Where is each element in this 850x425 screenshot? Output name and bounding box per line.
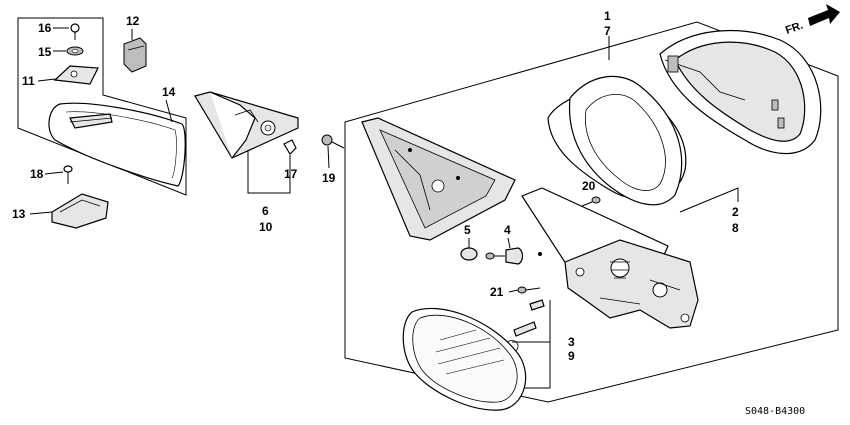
part-3-9-pins [505,299,545,353]
callout-13: 13 [12,207,26,221]
part-21-screw [517,286,541,294]
callout-18: 18 [30,167,44,181]
callout-21: 21 [490,285,504,299]
part-19-bolt [321,134,345,149]
part-6-10-inner-garnish [194,91,299,159]
callout-12: 12 [126,14,140,28]
callout-5: 5 [464,223,471,237]
part-13-cover [51,193,109,229]
mirror-skull-cap [659,29,822,155]
callout-16: 16 [38,21,52,35]
part-5-cap [460,247,478,261]
callout-10: 10 [259,220,273,234]
part-15-washer [66,46,84,56]
callout-8: 8 [732,221,739,235]
drawing-code: S048-B4300 [745,406,805,417]
leader-3-9-bracket [512,341,551,389]
part-4-grommet [485,247,542,265]
callout-19: 19 [322,171,336,185]
mirror-group-frame [17,17,187,196]
callout-7: 7 [604,24,611,38]
door-mirror-assembly-frame [344,21,839,403]
callout-17: 17 [284,167,298,181]
front-direction-arrow-icon [808,4,840,26]
leader-6-10 [247,150,291,194]
callout-2: 2 [732,205,739,219]
part-12-cover [123,37,147,73]
callout-15: 15 [38,45,52,59]
part-17-clip [283,139,297,155]
callout-11: 11 [22,74,35,88]
front-direction-label: FR. [784,19,805,36]
part-14-rear-view-mirror [48,102,186,187]
callout-20: 20 [582,179,596,193]
part-20-screw [581,196,601,207]
leader-2-8 [679,187,739,213]
callout-9: 9 [568,349,575,363]
callout-14: 14 [162,85,176,99]
mirror-actuator-bracket [521,187,699,329]
mirror-base-mount [361,117,516,241]
callout-4: 4 [504,223,511,237]
part-18-screw [63,165,73,184]
part-16-screw [70,23,80,40]
part-11-base-plate [53,65,99,85]
callout-6: 6 [262,204,269,218]
mirror-glass [402,307,527,411]
callout-3: 3 [568,335,575,349]
mirror-housing [547,75,687,206]
callout-1: 1 [604,9,611,23]
